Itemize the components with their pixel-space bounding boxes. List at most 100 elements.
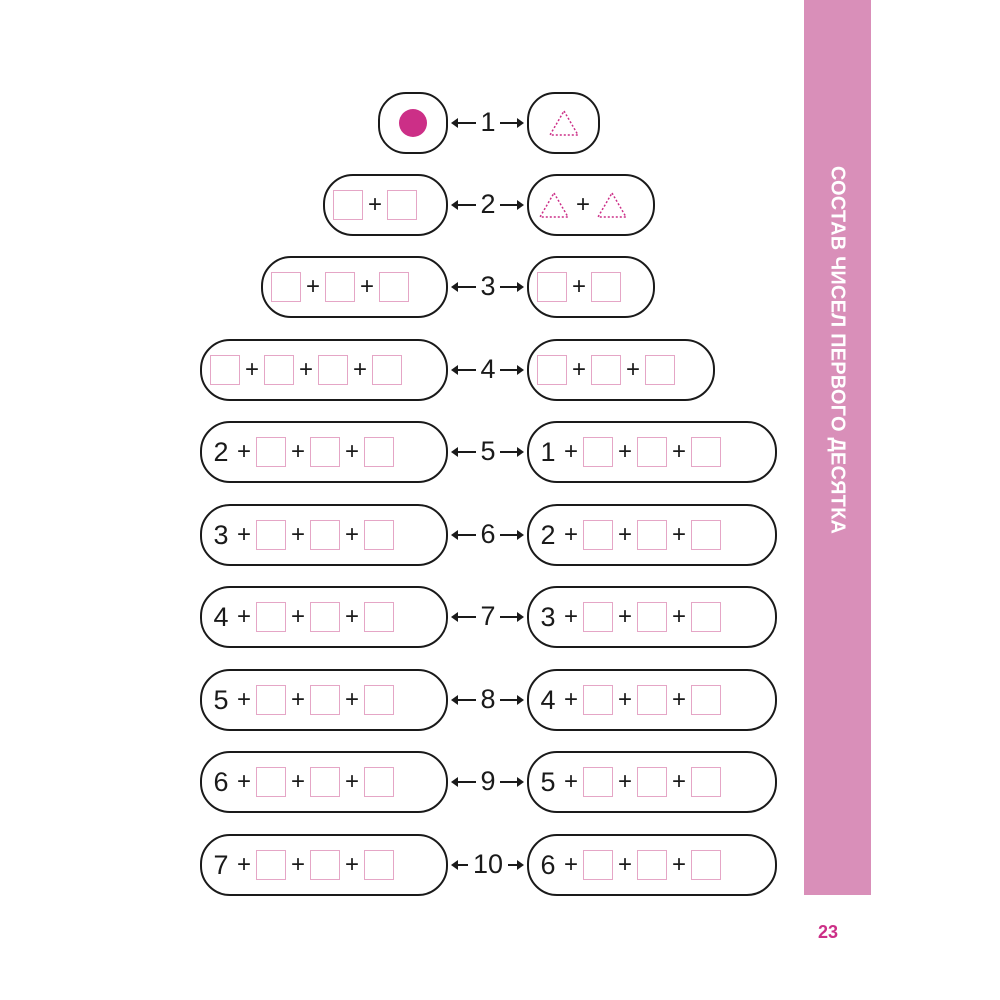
right-arrow bbox=[500, 612, 524, 622]
plus-sign: + bbox=[618, 768, 633, 795]
plus-sign: + bbox=[564, 686, 579, 713]
answer-box[interactable] bbox=[264, 355, 295, 385]
answer-box[interactable] bbox=[333, 190, 363, 220]
right-arrow bbox=[500, 777, 524, 787]
answer-box[interactable] bbox=[310, 602, 341, 632]
plus-sign: + bbox=[564, 521, 579, 548]
given-number: 2 bbox=[540, 519, 556, 550]
answer-box[interactable] bbox=[310, 685, 341, 715]
answer-box[interactable] bbox=[637, 685, 668, 715]
answer-box[interactable] bbox=[583, 602, 614, 632]
right-expression: ++ bbox=[527, 339, 715, 401]
answer-box[interactable] bbox=[364, 602, 395, 632]
answer-box[interactable] bbox=[364, 685, 395, 715]
answer-box[interactable] bbox=[210, 355, 240, 385]
answer-box[interactable] bbox=[271, 272, 301, 302]
plus-sign: + bbox=[576, 191, 591, 218]
answer-box[interactable] bbox=[310, 850, 341, 880]
right-expression: 6+++ bbox=[527, 834, 777, 896]
plus-sign: + bbox=[564, 438, 579, 465]
answer-box[interactable] bbox=[310, 767, 341, 797]
answer-box[interactable] bbox=[318, 355, 349, 385]
target-number: 5 bbox=[480, 436, 496, 466]
answer-box[interactable] bbox=[583, 437, 614, 467]
given-number: 5 bbox=[540, 766, 556, 797]
answer-box[interactable] bbox=[691, 602, 722, 632]
answer-box[interactable] bbox=[256, 520, 287, 550]
answer-box[interactable] bbox=[256, 602, 287, 632]
plus-sign: + bbox=[345, 521, 360, 548]
answer-box[interactable] bbox=[591, 272, 622, 302]
answer-box[interactable] bbox=[325, 272, 356, 302]
plus-sign: + bbox=[237, 603, 252, 630]
left-arrow bbox=[451, 365, 476, 375]
triangle-icon[interactable] bbox=[547, 108, 581, 138]
answer-box[interactable] bbox=[637, 602, 668, 632]
target-number: 1 bbox=[480, 107, 496, 137]
answer-box[interactable] bbox=[537, 355, 567, 385]
answer-box[interactable] bbox=[637, 850, 668, 880]
given-number: 4 bbox=[213, 601, 229, 632]
answer-box[interactable] bbox=[691, 850, 722, 880]
plus-sign: + bbox=[291, 521, 306, 548]
answer-box[interactable] bbox=[537, 272, 567, 302]
answer-box[interactable] bbox=[691, 685, 722, 715]
right-expression: 1+++ bbox=[527, 421, 777, 483]
answer-box[interactable] bbox=[691, 520, 722, 550]
plus-sign: + bbox=[368, 191, 383, 218]
answer-box[interactable] bbox=[591, 355, 622, 385]
left-expression: 4+++ bbox=[200, 586, 448, 648]
plus-sign: + bbox=[245, 356, 260, 383]
right-arrow bbox=[500, 200, 524, 210]
plus-sign: + bbox=[672, 521, 687, 548]
plus-sign: + bbox=[291, 686, 306, 713]
left-expression: +++ bbox=[200, 339, 448, 401]
answer-box[interactable] bbox=[691, 437, 722, 467]
given-number: 4 bbox=[540, 684, 556, 715]
plus-sign: + bbox=[618, 521, 633, 548]
target-number: 6 bbox=[480, 519, 496, 549]
answer-box[interactable] bbox=[364, 850, 395, 880]
plus-sign: + bbox=[618, 438, 633, 465]
right-arrow bbox=[500, 282, 524, 292]
plus-sign: + bbox=[626, 356, 641, 383]
plus-sign: + bbox=[345, 603, 360, 630]
answer-box[interactable] bbox=[387, 190, 418, 220]
answer-box[interactable] bbox=[372, 355, 403, 385]
answer-box[interactable] bbox=[583, 520, 614, 550]
answer-box[interactable] bbox=[256, 850, 287, 880]
answer-box[interactable] bbox=[645, 355, 676, 385]
answer-box[interactable] bbox=[310, 437, 341, 467]
answer-box[interactable] bbox=[364, 767, 395, 797]
target-number: 4 bbox=[480, 354, 496, 384]
answer-box[interactable] bbox=[379, 272, 410, 302]
answer-box[interactable] bbox=[364, 520, 395, 550]
target-number: 10 bbox=[472, 849, 504, 879]
left-expression: ++ bbox=[261, 256, 448, 318]
target-number: 2 bbox=[480, 189, 496, 219]
answer-box[interactable] bbox=[637, 520, 668, 550]
answer-box[interactable] bbox=[583, 767, 614, 797]
triangle-icon[interactable] bbox=[537, 190, 571, 220]
target-number: 7 bbox=[480, 601, 496, 631]
answer-box[interactable] bbox=[583, 685, 614, 715]
answer-box[interactable] bbox=[310, 520, 341, 550]
answer-box[interactable] bbox=[256, 685, 287, 715]
answer-box[interactable] bbox=[583, 850, 614, 880]
chapter-sidebar bbox=[804, 0, 871, 895]
plus-sign: + bbox=[345, 768, 360, 795]
left-arrow bbox=[451, 860, 468, 870]
answer-box[interactable] bbox=[637, 767, 668, 797]
answer-box[interactable] bbox=[256, 437, 287, 467]
given-number: 1 bbox=[540, 436, 556, 467]
answer-box[interactable] bbox=[364, 437, 395, 467]
triangle-icon[interactable] bbox=[595, 190, 629, 220]
answer-box[interactable] bbox=[256, 767, 287, 797]
plus-sign: + bbox=[345, 686, 360, 713]
plus-sign: + bbox=[237, 438, 252, 465]
left-arrow bbox=[451, 695, 476, 705]
left-expression: 3+++ bbox=[200, 504, 448, 566]
answer-box[interactable] bbox=[691, 767, 722, 797]
right-arrow bbox=[500, 118, 524, 128]
answer-box[interactable] bbox=[637, 437, 668, 467]
